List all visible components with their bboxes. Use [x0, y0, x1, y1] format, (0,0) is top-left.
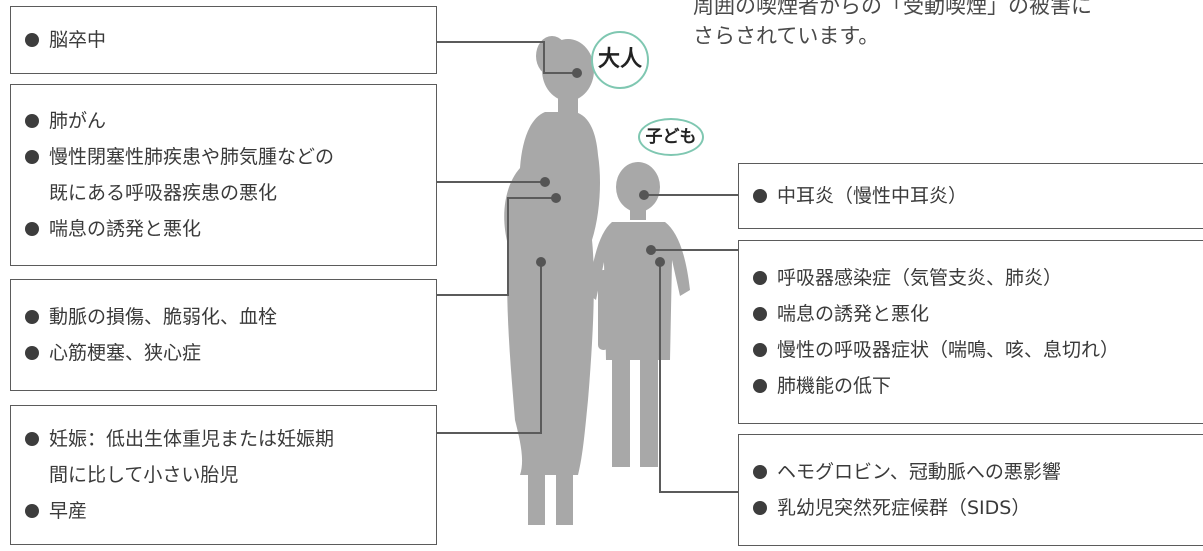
bullet-icon	[25, 310, 39, 324]
child-label: 子ども	[638, 118, 704, 156]
effect-item: 慢性の呼吸器症状（喘鳴、咳、息切れ）	[753, 332, 1203, 368]
bullet-icon	[25, 33, 39, 47]
adult-label: 大人	[591, 31, 649, 89]
intro-text-line-2: さらされています。	[693, 24, 880, 48]
adult-box-cardio: 動脈の損傷、脆弱化、血栓 心筋梗塞、狭心症	[10, 279, 437, 391]
effect-item: 喘息の誘発と悪化	[25, 211, 422, 247]
effect-item: 早産	[25, 493, 422, 529]
bullet-icon	[753, 501, 767, 515]
effect-item: 喘息の誘発と悪化	[753, 296, 1203, 332]
intro-text-line-1: 周囲の喫煙者からの「受動喫煙」の被害に	[693, 0, 1092, 18]
bullet-icon	[25, 346, 39, 360]
effect-item: 慢性閉塞性肺疾患や肺気腫などの	[25, 139, 422, 175]
bullet-icon	[753, 307, 767, 321]
bullet-icon	[25, 432, 39, 446]
effect-item: 動脈の損傷、脆弱化、血栓	[25, 299, 422, 335]
effect-item: 肺機能の低下	[753, 368, 1203, 404]
effect-item: 心筋梗塞、狭心症	[25, 335, 422, 371]
connector-dots	[536, 68, 665, 267]
effect-item: 肺がん	[25, 103, 422, 139]
effect-item-continued: 間に比して小さい胎児	[49, 464, 239, 486]
effect-item: 妊娠：低出生体重児または妊娠期	[25, 421, 422, 457]
bullet-icon	[753, 271, 767, 285]
effect-item: 中耳炎（慢性中耳炎）	[753, 178, 1203, 214]
bullet-icon	[753, 379, 767, 393]
bullet-icon	[25, 504, 39, 518]
adult-box-respiratory: 肺がん 慢性閉塞性肺疾患や肺気腫などの 既にある呼吸器疾患の悪化 喘息の誘発と悪…	[10, 84, 437, 266]
adult-silhouette	[504, 36, 600, 525]
effect-item: 乳幼児突然死症候群（SIDS）	[753, 490, 1203, 526]
effect-item-continued: 既にある呼吸器疾患の悪化	[49, 182, 278, 204]
child-box-respiratory: 呼吸器感染症（気管支炎、肺炎） 喘息の誘発と悪化 慢性の呼吸器症状（喘鳴、咳、息…	[738, 240, 1203, 424]
bullet-icon	[25, 114, 39, 128]
bullet-icon	[25, 222, 39, 236]
effect-item: 呼吸器感染症（気管支炎、肺炎）	[753, 260, 1203, 296]
child-box-cardio-sids: ヘモグロビン、冠動脈への悪影響 乳幼児突然死症候群（SIDS）	[738, 434, 1203, 546]
effect-item: ヘモグロビン、冠動脈への悪影響	[753, 454, 1203, 490]
effect-item: 脳卒中	[25, 22, 422, 58]
child-box-ear: 中耳炎（慢性中耳炎）	[738, 163, 1203, 229]
bullet-icon	[753, 343, 767, 357]
bullet-icon	[753, 189, 767, 203]
bullet-icon	[753, 465, 767, 479]
adult-box-pregnancy: 妊娠：低出生体重児または妊娠期 間に比して小さい胎児 早産	[10, 405, 437, 545]
bullet-icon	[25, 150, 39, 164]
connector-lines	[436, 41, 739, 493]
child-silhouette	[588, 162, 690, 467]
adult-box-stroke: 脳卒中	[10, 6, 437, 74]
